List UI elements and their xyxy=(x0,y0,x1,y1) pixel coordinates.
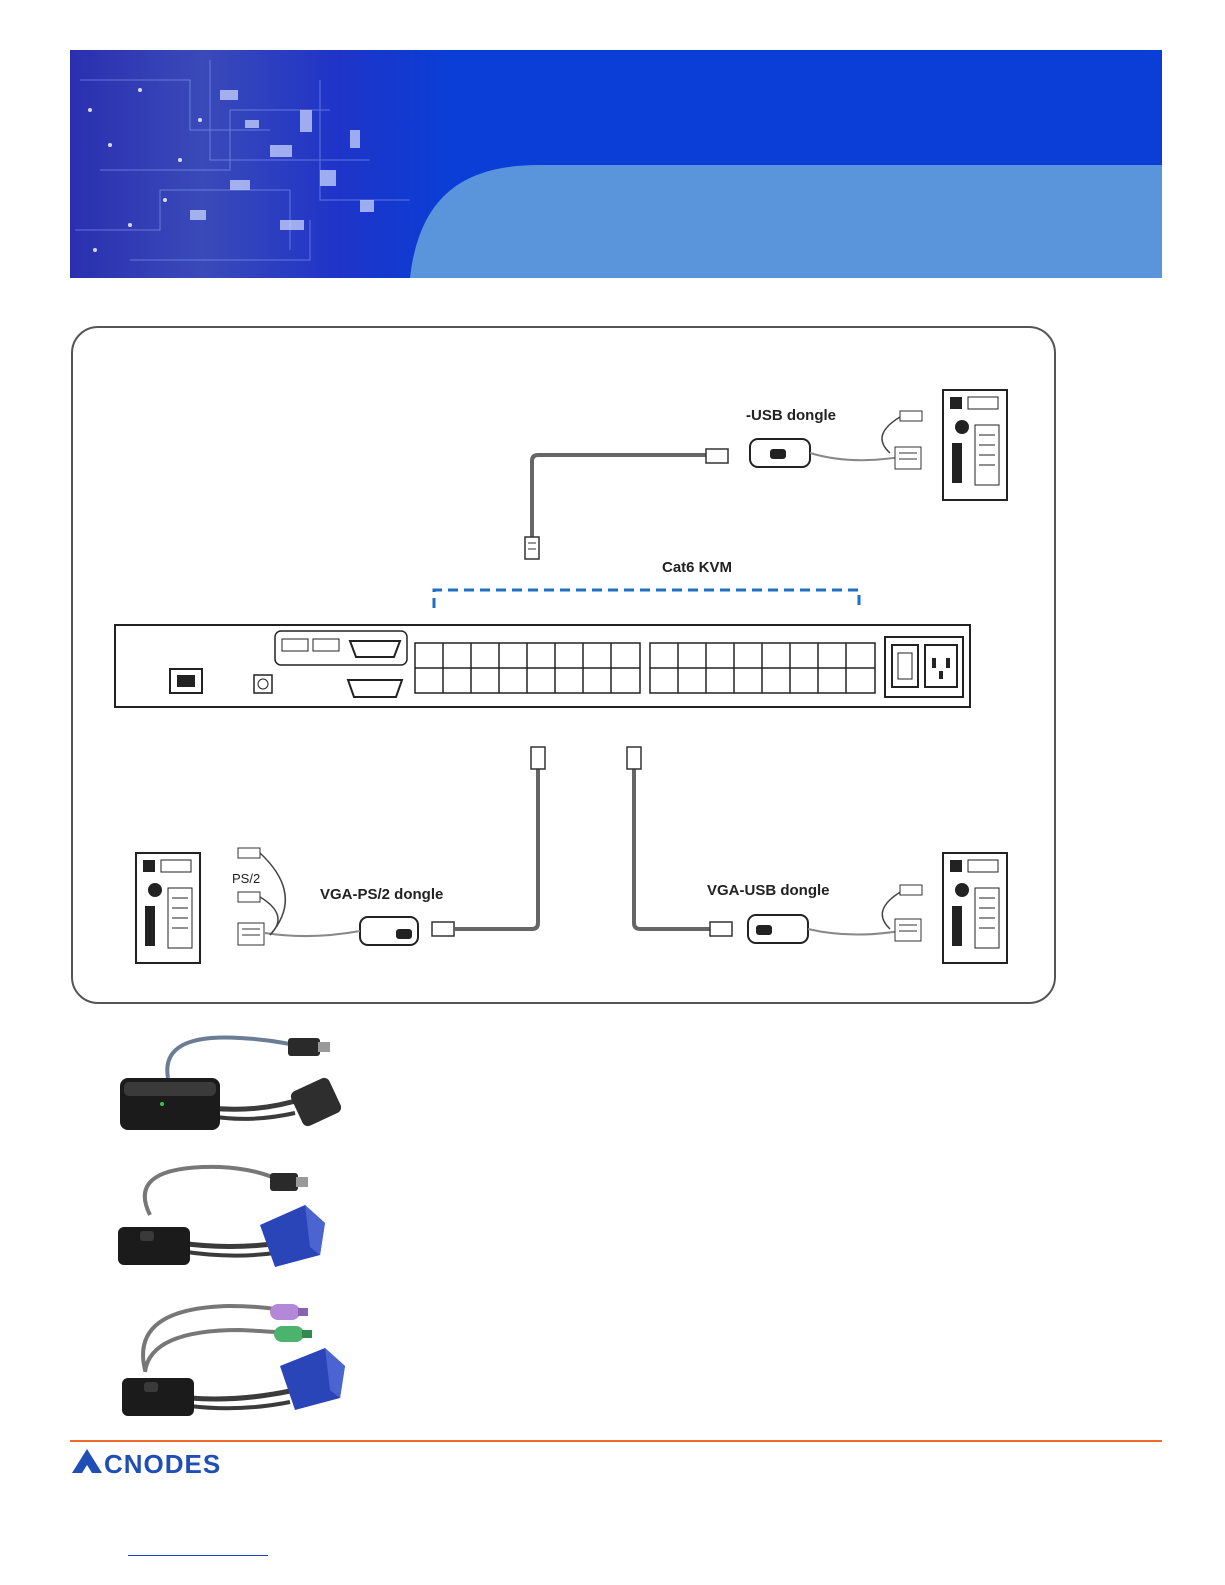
bottom-usb-dongle-label: VGA-USB dongle xyxy=(707,882,830,899)
circuit-board-banner-image xyxy=(70,50,1162,278)
header-banner xyxy=(70,50,1162,278)
footer-link-underline xyxy=(128,1555,268,1556)
svg-text:CNODES: CNODES xyxy=(104,1449,221,1477)
vga-usb-dongle-photo-2 xyxy=(110,1155,350,1275)
acnodes-logo: CNODES xyxy=(70,1447,270,1482)
top-cable xyxy=(532,455,710,547)
top-rj45-plug xyxy=(525,537,539,559)
footer-divider xyxy=(70,1440,1162,1442)
diagram-drawing xyxy=(70,325,1057,1005)
connection-diagram: -USB dongle Cat6 KVM PS/2 VGA-PS/2 dongl… xyxy=(70,325,1057,1005)
top-dongle-label: -USB dongle xyxy=(746,407,836,424)
vga-ps2-dongle-photo xyxy=(110,1290,350,1425)
dashed-bracket xyxy=(434,590,859,608)
ps2-label: PS/2 xyxy=(232,871,260,886)
bottom-rj45-plugs xyxy=(432,747,732,936)
top-right-rj45 xyxy=(706,449,728,463)
cat6-label: Cat6 KVM xyxy=(662,559,732,576)
bottom-cables xyxy=(455,765,710,929)
computer-icon-top-right xyxy=(943,390,1007,500)
ps2-dongle-label: VGA-PS/2 dongle xyxy=(320,886,443,903)
kvm-switch-rear-panel xyxy=(115,625,970,707)
vga-usb-dongle-photo-1 xyxy=(110,1028,350,1143)
computer-icon-bottom-left xyxy=(136,853,200,963)
computer-icon-bottom-right xyxy=(943,853,1007,963)
acnodes-logo-mark: CNODES xyxy=(70,1447,270,1477)
